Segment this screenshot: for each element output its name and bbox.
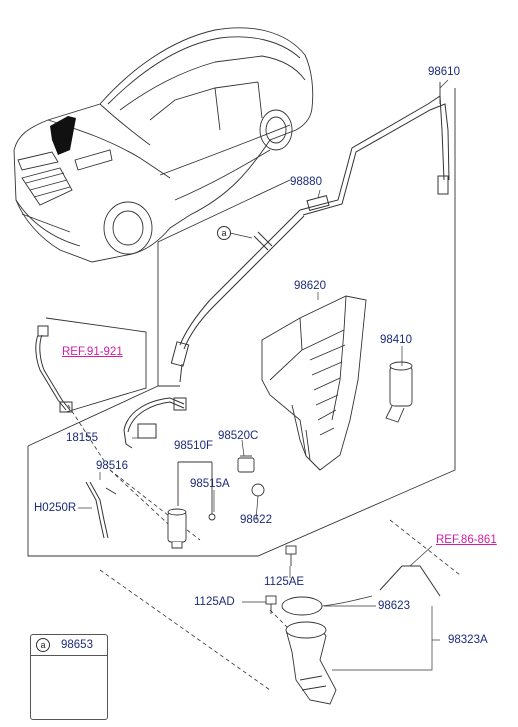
cap-98623: [281, 596, 323, 616]
callout-a-icon: a: [217, 226, 231, 240]
label-1125AD: 1125AD: [194, 596, 235, 608]
bolt-1125AD: [265, 595, 277, 614]
label-ref-91-921[interactable]: REF.91-921: [62, 346, 123, 358]
legend-part-number: 98653: [61, 639, 93, 651]
ref-86-861-part: [379, 565, 441, 597]
label-98510F: 98510F: [174, 440, 214, 452]
cap-98520C: [237, 455, 255, 473]
label-ref-86-861[interactable]: REF.86-861: [436, 534, 497, 546]
location-highlight: [50, 116, 76, 155]
hose-H0250R: [85, 481, 117, 539]
bracket-98510F: [177, 461, 213, 515]
label-18155: 18155: [66, 432, 98, 444]
label-98880: 98880: [290, 176, 322, 188]
label-98410: 98410: [380, 334, 412, 346]
label-98515A: 98515A: [190, 478, 230, 490]
label-98623: 98623: [378, 600, 410, 612]
ref-hose-part: [35, 325, 73, 413]
label-1125AE: 1125AE: [264, 576, 305, 588]
wiring-18155: [123, 397, 187, 449]
legend-box: a 98653: [30, 634, 108, 720]
leader-lines: [78, 79, 449, 671]
label-H0250R: H0250R: [34, 502, 77, 514]
label-98520C: 98520C: [218, 430, 259, 442]
legend-header: a 98653: [31, 635, 107, 656]
motor-98510F: [167, 508, 187, 549]
label-98516: 98516: [96, 460, 128, 472]
assembly-outline: [27, 82, 456, 557]
grommet-98622: [251, 483, 265, 497]
car-illustration: [13, 27, 314, 263]
dashed-leaders: [67, 404, 461, 691]
label-98620: 98620: [294, 280, 326, 292]
legend-callout-a-icon: a: [36, 638, 50, 652]
label-98610: 98610: [428, 66, 460, 78]
strap-98623: [321, 595, 373, 607]
bolt-1125AE: [285, 545, 297, 566]
reservoir-98620: [261, 295, 367, 471]
filler-neck-98323A: [285, 621, 337, 705]
label-98622: 98622: [240, 514, 272, 526]
ring-98515A: [208, 513, 216, 521]
pump-98410: [385, 361, 413, 423]
label-98323A: 98323A: [448, 634, 488, 646]
hoses: [170, 95, 450, 383]
